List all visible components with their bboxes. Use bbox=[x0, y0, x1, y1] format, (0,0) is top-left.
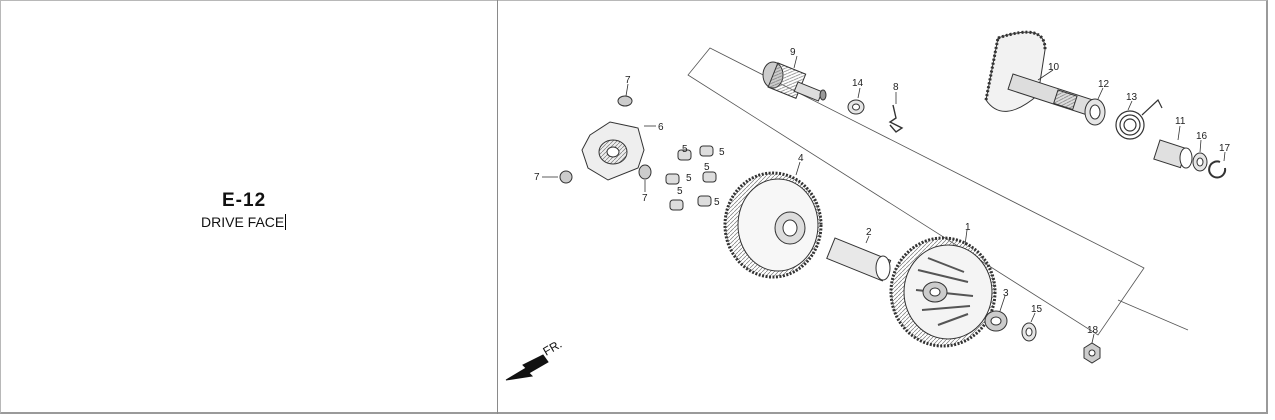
callout-1: 1 bbox=[965, 222, 971, 233]
callout-5-d: 5 bbox=[704, 162, 710, 173]
part-15-washer bbox=[1021, 322, 1037, 342]
text-cursor bbox=[285, 214, 287, 230]
part-8-clip bbox=[888, 104, 904, 133]
callout-8: 8 bbox=[893, 82, 899, 93]
part-3-bearing bbox=[984, 310, 1008, 332]
callout-3: 3 bbox=[1003, 288, 1009, 299]
callout-16: 16 bbox=[1196, 131, 1208, 142]
axis-line bbox=[1117, 299, 1189, 331]
section-title-text: DRIVE FACE bbox=[201, 214, 285, 230]
callout-11: 11 bbox=[1175, 116, 1186, 127]
part-9-starter-pinion bbox=[762, 61, 827, 102]
exploded-parts-diagram: 9 14 8 10 12 13 11 16 17 7 6 7 7 5 5 5 5… bbox=[498, 0, 1266, 414]
panel-divider bbox=[497, 0, 498, 414]
assembly-plane-outline bbox=[687, 47, 1145, 336]
callout-5-a: 5 bbox=[682, 144, 688, 155]
callout-2: 2 bbox=[866, 227, 872, 238]
callout-7-top: 7 bbox=[625, 75, 631, 86]
part-16-washer bbox=[1192, 152, 1208, 172]
callout-9: 9 bbox=[790, 47, 796, 58]
callout-14: 14 bbox=[852, 78, 864, 89]
callout-7-left: 7 bbox=[534, 172, 540, 183]
callout-5-e: 5 bbox=[677, 186, 683, 197]
callout-4: 4 bbox=[798, 153, 804, 164]
callout-12: 12 bbox=[1098, 79, 1110, 90]
diagram-canvas: 9 14 8 10 12 13 11 16 17 7 6 7 7 5 5 5 5… bbox=[505, 30, 1231, 381]
part-1-movable-drive-face bbox=[889, 236, 997, 348]
part-17-circlip bbox=[1208, 160, 1227, 179]
callout-10: 10 bbox=[1048, 62, 1060, 73]
part-7-slide-piece-top bbox=[617, 95, 633, 107]
callout-5-b: 5 bbox=[719, 147, 725, 158]
part-4-drive-face bbox=[723, 171, 823, 279]
callout-13: 13 bbox=[1126, 92, 1138, 103]
part-14-washer bbox=[847, 99, 865, 115]
leader-lines bbox=[542, 55, 1226, 344]
part-12-washer bbox=[1084, 98, 1106, 126]
callout-15: 15 bbox=[1031, 304, 1043, 315]
section-title[interactable]: DRIVE FACE bbox=[201, 214, 287, 230]
part-7-slide-piece-right bbox=[638, 164, 652, 180]
section-code: E-12 bbox=[222, 190, 267, 211]
front-direction-arrow: FR. bbox=[505, 337, 565, 381]
part-11-bushing bbox=[1153, 139, 1193, 169]
callout-7-right: 7 bbox=[642, 193, 648, 204]
callout-6: 6 bbox=[658, 122, 664, 133]
callout-5-f: 5 bbox=[714, 197, 720, 208]
part-18-nut bbox=[1083, 342, 1101, 364]
part-5-weight-rollers bbox=[665, 145, 717, 211]
callout-17: 17 bbox=[1219, 143, 1231, 154]
part-6-ramp-plate bbox=[581, 121, 645, 181]
part-13-spring bbox=[1115, 99, 1163, 140]
part-2-collar bbox=[826, 237, 892, 282]
callout-5-c: 5 bbox=[686, 173, 692, 184]
parts-label-panel: E-12 DRIVE FACE bbox=[0, 0, 497, 414]
callout-18: 18 bbox=[1087, 325, 1099, 336]
direction-label: FR. bbox=[541, 337, 565, 359]
part-10-kick-spindle bbox=[984, 30, 1095, 117]
arrow-icon bbox=[505, 354, 549, 381]
part-7-slide-piece-left bbox=[559, 170, 573, 184]
